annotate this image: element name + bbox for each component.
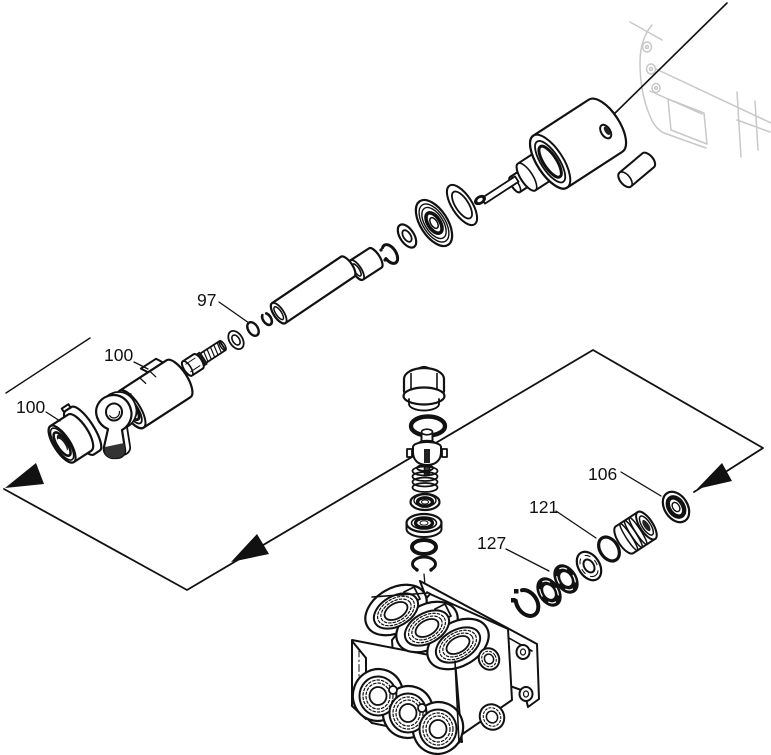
o-ring-97	[246, 320, 260, 338]
callout-121-label: 121	[529, 497, 558, 517]
arrowhead-right-icon	[697, 463, 732, 489]
o-ring-121	[597, 535, 621, 563]
gland-collar-100	[47, 403, 103, 464]
callout-100-upper-label: 100	[104, 345, 133, 365]
callout-100-lower-label: 100	[16, 397, 45, 417]
callout-100-lower-leader	[45, 411, 61, 422]
dowel-pin	[617, 151, 657, 189]
backup-ring	[575, 550, 603, 582]
callout-127-label: 127	[477, 533, 506, 553]
thrust-washer	[445, 183, 479, 227]
v-packing-seal-1	[536, 577, 562, 607]
lower-o-ring	[410, 538, 438, 556]
cup-seal	[409, 492, 441, 512]
callout-127-leader	[505, 548, 550, 572]
callout-106-leader	[620, 471, 662, 497]
valve-cap	[402, 366, 446, 412]
rod-end-ring-hole	[477, 197, 483, 203]
packing-gland	[613, 510, 658, 555]
lower-retaining-ring	[411, 555, 437, 573]
sealing-washer	[227, 329, 245, 351]
snap-ring-127	[511, 588, 541, 618]
oil-seal-106	[661, 490, 691, 524]
arrowhead-middle-icon	[231, 534, 269, 562]
callout-100-upper-leader	[133, 361, 149, 370]
zigzag-line	[3, 349, 764, 591]
backup-washer	[396, 223, 418, 249]
manifold-block	[351, 583, 513, 755]
callout-97-label: 97	[197, 290, 216, 310]
v-packing-seal-2	[553, 564, 579, 594]
spacer-tube	[269, 255, 357, 325]
callouts: 97 100 100 106 121 127	[16, 290, 662, 572]
mounting-bracket	[629, 21, 771, 158]
valve-spring	[411, 464, 439, 493]
arrowhead-left-icon	[5, 463, 44, 488]
retainer-clip	[260, 311, 274, 327]
callout-106-label: 106	[588, 464, 617, 484]
valve-stem-bolt	[180, 340, 227, 377]
piston-rod	[480, 175, 520, 205]
callout-97-leader	[218, 301, 250, 324]
callout-121-leader	[555, 510, 597, 539]
retaining-ring	[379, 243, 400, 265]
keyhole-retainer-plate	[95, 391, 138, 460]
seal-housing	[405, 512, 443, 538]
grooved-seal	[414, 198, 454, 248]
assembly-direction-lines	[3, 349, 764, 591]
piston-guide-cylinder	[508, 97, 628, 194]
callout-100-bracket-line	[5, 337, 91, 394]
axis-line	[608, 2, 728, 120]
